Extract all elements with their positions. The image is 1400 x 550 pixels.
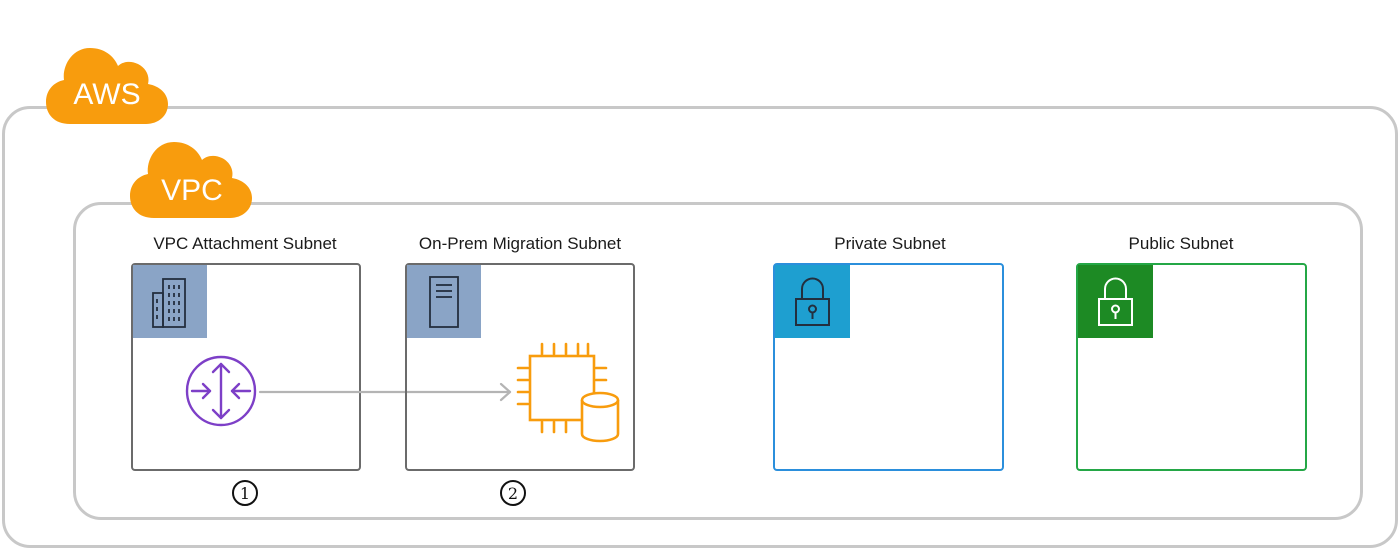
vpc-container	[73, 202, 1363, 520]
subnet-private	[773, 263, 1004, 471]
step-marker-2: 2	[500, 480, 526, 506]
subnet-title-on-prem-migration: On-Prem Migration Subnet	[418, 234, 622, 253]
subnet-on-prem-migration	[405, 263, 635, 471]
aws-cloud-icon	[46, 48, 168, 124]
aws-cloud-container	[2, 106, 1398, 548]
aws-label: AWS	[73, 78, 141, 111]
subnet-vpc-attachment	[131, 263, 361, 471]
ec2-instance-with-database-icon	[516, 342, 620, 443]
subnet-title-vpc-attachment: VPC Attachment Subnet	[153, 234, 337, 253]
subnet-title-private: Private Subnet	[834, 234, 946, 253]
server-icon	[407, 265, 481, 338]
connection-arrow	[258, 382, 512, 402]
vpc-label: VPC	[161, 174, 223, 207]
step-number-1: 1	[240, 484, 250, 503]
step-marker-1: 1	[232, 480, 258, 506]
vpc-cloud-icon	[130, 142, 252, 218]
building-icon	[133, 265, 207, 338]
subnet-public	[1076, 263, 1307, 471]
subnet-title-public: Public Subnet	[1128, 234, 1234, 253]
lock-icon	[1078, 265, 1153, 338]
lock-icon	[775, 265, 850, 338]
transit-gateway-icon	[185, 355, 257, 427]
step-number-2: 2	[508, 484, 518, 503]
